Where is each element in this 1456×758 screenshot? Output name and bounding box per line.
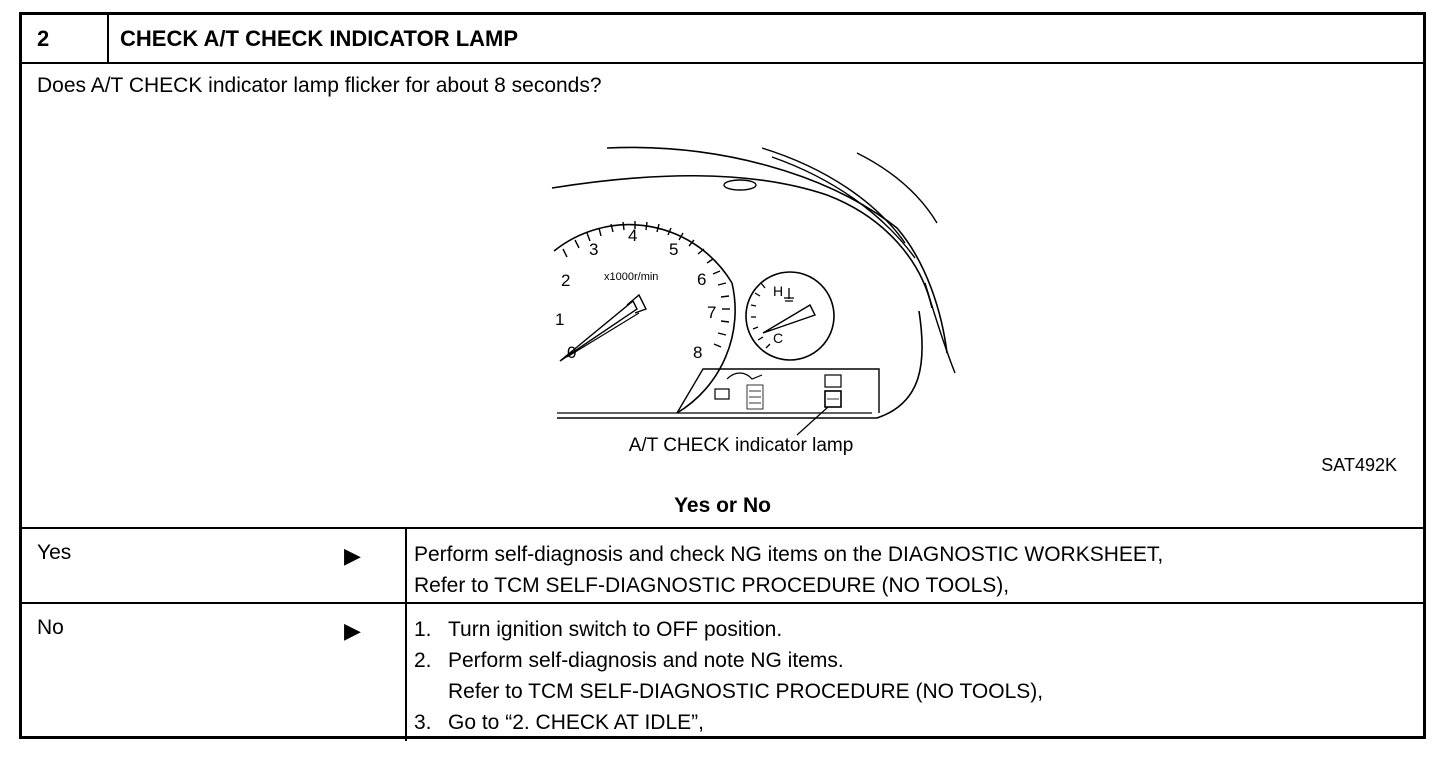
no-label: No [37, 616, 64, 639]
question-text: Does A/T CHECK indicator lamp flicker fo… [37, 74, 602, 97]
step-number: 2 [22, 15, 109, 62]
figure-code: SAT492K [1321, 455, 1397, 475]
no-step-3: 3.Go to “2. CHECK AT IDLE”, [414, 711, 704, 734]
row-divider [405, 529, 407, 604]
yes-label: Yes [37, 541, 72, 564]
yes-action: Perform self-diagnosis and check NG item… [414, 539, 1413, 601]
tach-num-4: 4 [628, 226, 637, 245]
tach-num-2: 2 [561, 271, 570, 290]
temp-c-label: C [773, 330, 783, 346]
cluster-illustration: 0 1 2 3 4 5 6 7 8 x1000r/min [551, 146, 956, 456]
tach-unit: x1000r/min [604, 271, 658, 283]
tach-num-6: 6 [697, 270, 706, 289]
yes-row: Yes ▶ Perform self-diagnosis and check N… [22, 527, 1423, 604]
no-step-2: 2.Perform self-diagnosis and note NG ite… [414, 649, 844, 672]
instrument-cluster-figure: 0 1 2 3 4 5 6 7 8 x1000r/min [527, 133, 957, 463]
tach-num-1: 1 [555, 310, 564, 329]
yes-action-line-1: Perform self-diagnosis and check NG item… [414, 543, 1164, 566]
step-title: CHECK A/T CHECK INDICATOR LAMP [120, 26, 519, 51]
temp-h-label: H [773, 283, 783, 299]
table-header: 2 CHECK A/T CHECK INDICATOR LAMP [22, 15, 1423, 64]
diagnostic-table: 2 CHECK A/T CHECK INDICATOR LAMP Does A/… [19, 12, 1426, 741]
no-action: 1.Turn ignition switch to OFF position. … [414, 614, 1413, 738]
no-row: No ▶ 1.Turn ignition switch to OFF posit… [22, 602, 1423, 741]
callout-label: A/T CHECK indicator lamp [629, 435, 854, 456]
tach-num-3: 3 [589, 240, 598, 259]
right-arrow-icon: ▶ [344, 618, 361, 643]
no-step-2-detail: Refer to TCM SELF-DIAGNOSTIC PROCEDURE (… [448, 680, 1044, 703]
no-step-1: 1.Turn ignition switch to OFF position. [414, 618, 783, 641]
tach-num-5: 5 [669, 240, 678, 259]
tach-num-7: 7 [707, 303, 716, 322]
row-divider [405, 604, 407, 741]
tach-num-8: 8 [693, 343, 702, 362]
yes-action-line-2: Refer to TCM SELF-DIAGNOSTIC PROCEDURE (… [414, 574, 1010, 597]
right-arrow-icon: ▶ [344, 543, 361, 568]
yes-or-no-heading: Yes or No [674, 494, 771, 517]
